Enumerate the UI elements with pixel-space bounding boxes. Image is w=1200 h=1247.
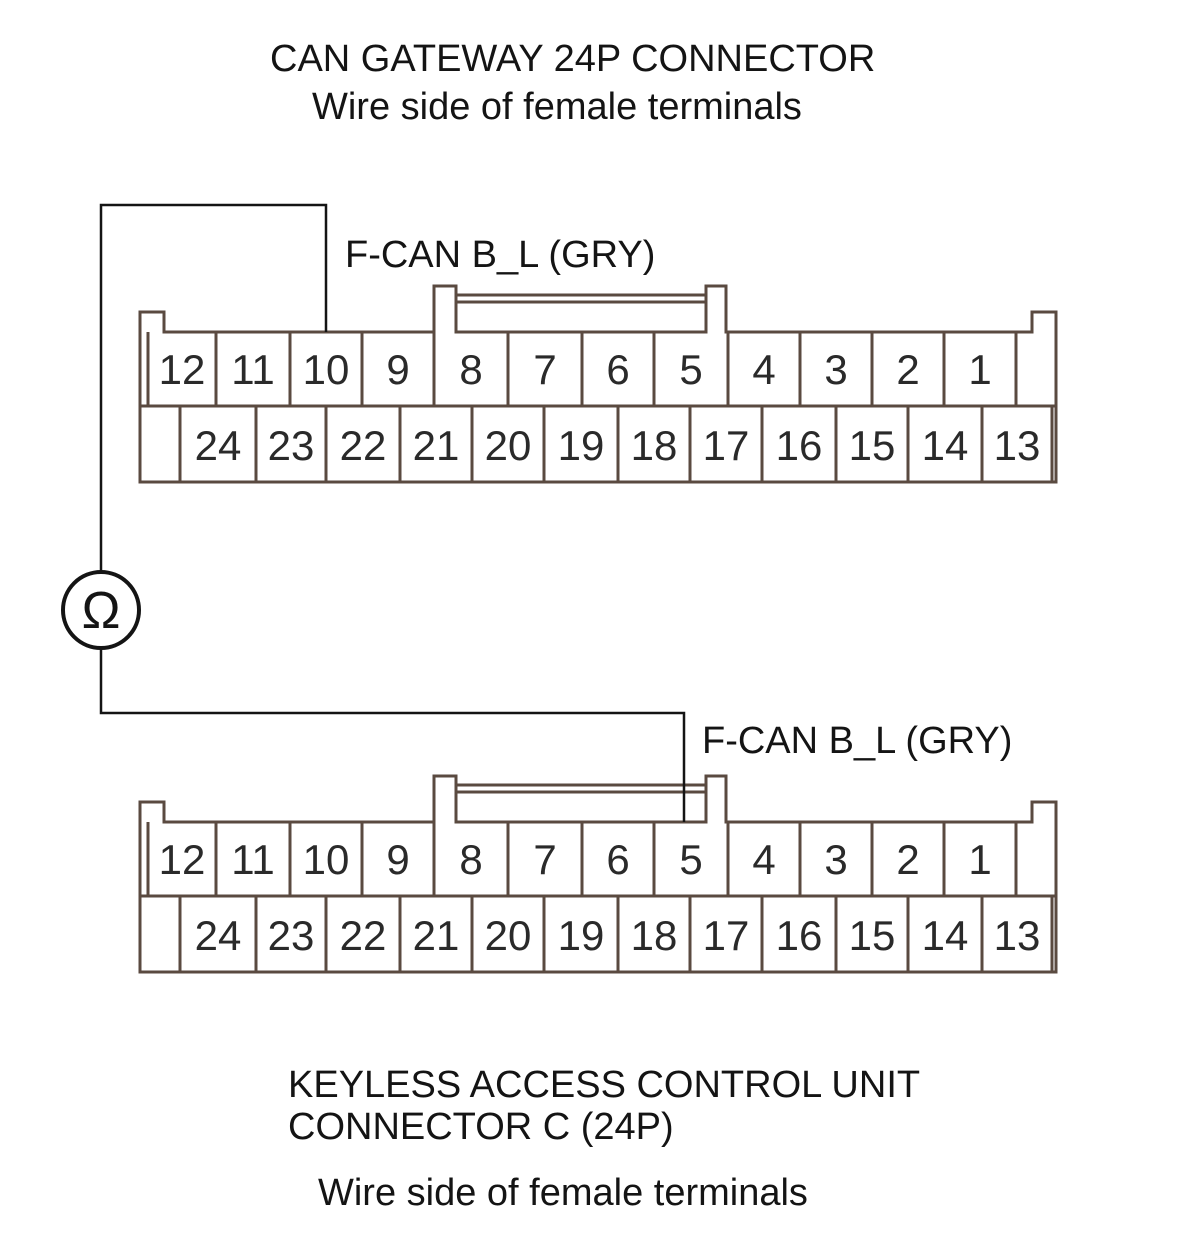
bottom-terminal-9: 9 [386,836,409,883]
top-terminal-7: 7 [533,346,556,393]
bottom-terminal-14: 14 [922,912,969,959]
top-terminal-21: 21 [413,422,460,469]
bottom-terminal-10: 10 [303,836,350,883]
top-terminal-18: 18 [631,422,678,469]
ohmmeter-symbol: Ω [82,582,121,640]
bottom-terminal-24: 24 [195,912,242,959]
probe-wires [99,203,686,822]
top-terminal-15: 15 [849,422,896,469]
bottom-connector-subtitle: Wire side of female terminals [318,1172,808,1214]
bottom-connector-body [138,774,1058,974]
bottom-terminal-17: 17 [703,912,750,959]
ohmmeter-circle [61,570,141,650]
top-terminal-20: 20 [485,422,532,469]
top-terminal-8: 8 [459,346,482,393]
top-terminal-1: 1 [968,346,991,393]
top-connector-subtitle: Wire side of female terminals [312,86,802,128]
bottom-terminal-18: 18 [631,912,678,959]
top-wire-label: F-CAN B_L (GRY) [345,234,656,276]
top-connector-body [138,284,1058,484]
bottom-terminal-3: 3 [824,836,847,883]
bottom-terminal-5: 5 [679,836,702,883]
bottom-probe-wire [99,648,686,822]
top-terminal-19: 19 [558,422,605,469]
top-terminal-10: 10 [303,346,350,393]
top-terminal-6: 6 [606,346,629,393]
top-terminal-14: 14 [922,422,969,469]
bottom-terminal-21: 21 [413,912,460,959]
top-terminal-16: 16 [776,422,823,469]
bottom-terminal-8: 8 [459,836,482,883]
top-terminal-23: 23 [268,422,315,469]
top-probe-wire [99,203,328,572]
bottom-terminal-2: 2 [896,836,919,883]
top-connector-title: CAN GATEWAY 24P CONNECTOR [270,38,876,80]
top-terminal-22: 22 [340,422,387,469]
bottom-connector-title-line1: KEYLESS ACCESS CONTROL UNIT [288,1064,921,1106]
top-terminal-9: 9 [386,346,409,393]
bottom-connector-title-line2: CONNECTOR C (24P) [288,1106,674,1148]
ohmmeter-icon: Ω [61,570,141,650]
bottom-terminal-22: 22 [340,912,387,959]
top-terminal-2: 2 [896,346,919,393]
bottom-wire-label: F-CAN B_L (GRY) [702,720,1013,762]
bottom-terminal-15: 15 [849,912,896,959]
top-terminal-5: 5 [679,346,702,393]
bottom-terminal-7: 7 [533,836,556,883]
top-terminal-4: 4 [752,346,775,393]
bottom-terminal-1: 1 [968,836,991,883]
bottom-terminal-13: 13 [994,912,1041,959]
bottom-terminal-12: 12 [159,836,206,883]
bottom-terminal-19: 19 [558,912,605,959]
bottom-terminal-23: 23 [268,912,315,959]
bottom-terminal-16: 16 [776,912,823,959]
bottom-terminal-6: 6 [606,836,629,883]
top-terminal-13: 13 [994,422,1041,469]
top-terminal-24: 24 [195,422,242,469]
top-terminal-3: 3 [824,346,847,393]
top-terminal-11: 11 [231,346,275,393]
bottom-terminal-4: 4 [752,836,775,883]
top-terminal-12: 12 [159,346,206,393]
bottom-terminal-20: 20 [485,912,532,959]
bottom-terminal-11: 11 [231,836,275,883]
top-terminal-17: 17 [703,422,750,469]
